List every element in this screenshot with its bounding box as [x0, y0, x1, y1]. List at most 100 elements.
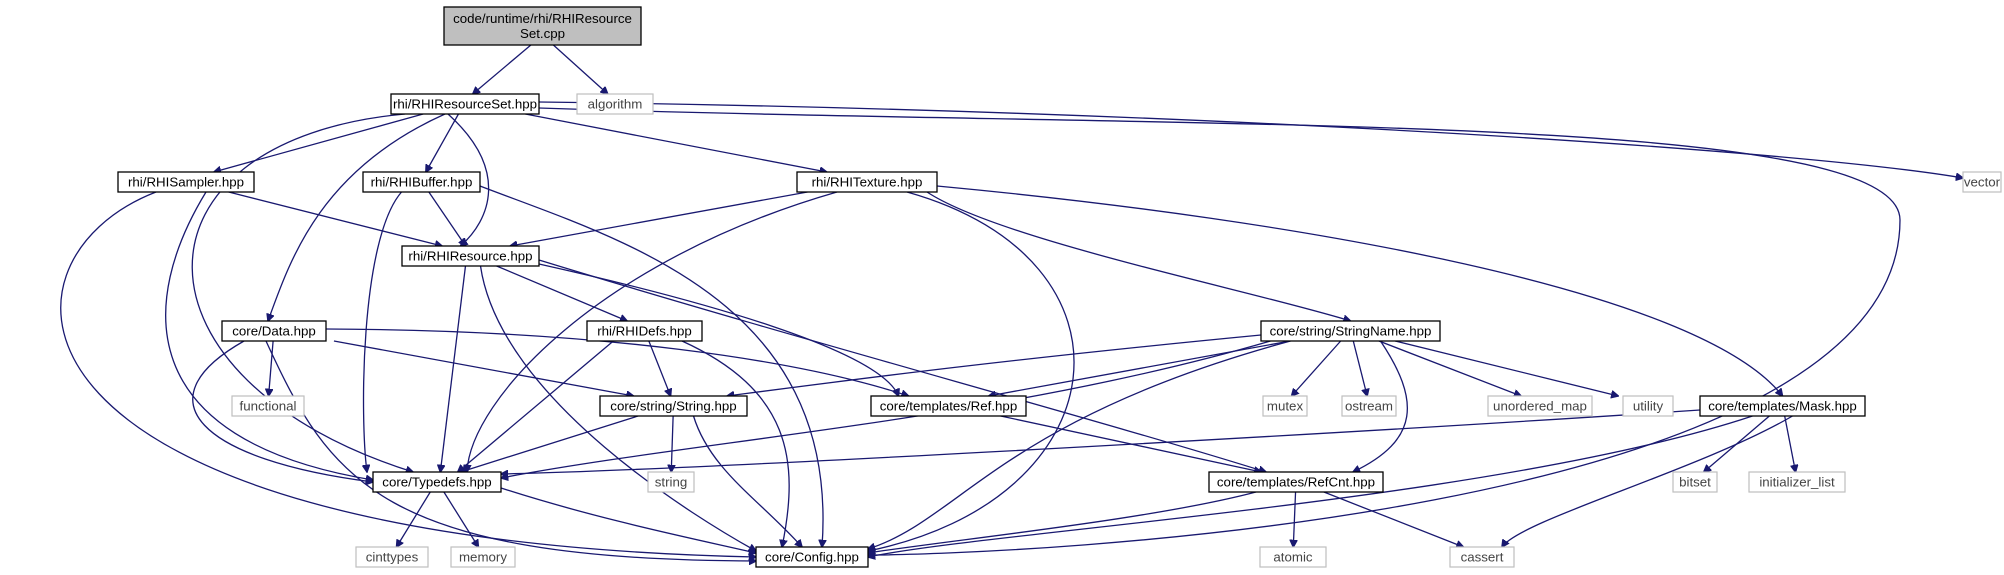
node-vector: vector	[1962, 171, 2002, 193]
edge-resset-to-buffer	[426, 113, 460, 172]
node-box	[1259, 546, 1327, 568]
edge-mask-to-initializer_list	[1784, 415, 1796, 472]
node-box	[355, 546, 429, 568]
edge-stringname-to-typedefs	[501, 340, 1271, 478]
node-cinttypes: cinttypes	[355, 546, 429, 568]
node-label: cassert	[1461, 550, 1504, 565]
edge-stringname-to-unordered_map	[1378, 340, 1521, 396]
node-box	[870, 395, 1027, 417]
node-box	[796, 171, 938, 193]
node-data[interactable]: core/Data.hpp	[221, 320, 327, 342]
edge-stringname-to-mutex	[1292, 340, 1342, 396]
node-box	[1260, 320, 1441, 342]
node-label: rhi/RHITexture.hpp	[812, 175, 923, 190]
edge-stringname-to-refcnt	[1353, 340, 1409, 472]
edge-string_h-to-config	[692, 415, 803, 547]
edge-resset-to-typedefs	[191, 113, 413, 472]
node-box	[362, 171, 481, 193]
edge-buffer-to-typedefs	[364, 191, 402, 472]
node-box	[1449, 546, 1515, 568]
edge-resset-to-config	[538, 107, 1901, 555]
edge-typedefs-to-config	[500, 487, 756, 553]
node-initializer_list: initializer_list	[1748, 471, 1846, 493]
node-label: rhi/RHIBuffer.hpp	[371, 175, 473, 190]
node-label: cinttypes	[366, 550, 419, 565]
edge-resset-to-sampler	[214, 113, 424, 172]
node-label: string	[655, 475, 688, 490]
node-stringname[interactable]: core/string/StringName.hpp	[1260, 320, 1441, 342]
node-label: functional	[240, 399, 297, 414]
node-resset[interactable]: rhi/RHIResourceSet.hpp	[390, 93, 540, 115]
node-label: unordered_map	[1493, 399, 1587, 414]
edge-mask-to-cassert	[1502, 415, 1793, 547]
edge-buffer-to-config	[479, 185, 823, 547]
node-config[interactable]: core/Config.hpp	[755, 546, 869, 568]
node-label: algorithm	[588, 97, 643, 112]
node-box	[1262, 395, 1308, 417]
edge-resset-to-resource	[447, 113, 490, 246]
edge-data-to-functional	[269, 340, 274, 396]
edge-resource-to-defs	[496, 265, 627, 321]
edge-buffer-to-resource	[428, 191, 466, 246]
edge-texture-to-stringname	[926, 191, 1351, 321]
node-label: rhi/RHIDefs.hpp	[597, 324, 692, 339]
node-string_h[interactable]: core/string/String.hpp	[599, 395, 748, 417]
node-box	[443, 6, 642, 46]
node-label: mutex	[1267, 399, 1304, 414]
node-box	[1962, 171, 2002, 193]
node-mutex: mutex	[1262, 395, 1308, 417]
node-box	[372, 471, 502, 493]
node-label: memory	[459, 550, 507, 565]
node-mask[interactable]: core/templates/Mask.hpp	[1699, 395, 1866, 417]
node-box	[647, 471, 695, 493]
node-algorithm: algorithm	[576, 93, 654, 115]
node-box	[450, 546, 516, 568]
node-ref[interactable]: core/templates/Ref.hpp	[870, 395, 1027, 417]
node-buffer[interactable]: rhi/RHIBuffer.hpp	[362, 171, 481, 193]
edge-defs-to-config	[681, 340, 790, 547]
edge-refcnt-to-config	[868, 491, 1257, 553]
dependency-nodes: code/runtime/rhi/RHIResourceSet.cpp rhi/R…	[117, 6, 2002, 568]
node-box	[1622, 395, 1674, 417]
edge-stringname-to-ref	[989, 340, 1291, 396]
node-label: utility	[1633, 399, 1664, 414]
edge-string_h-to-typedefs	[461, 415, 639, 472]
edge-root-to-algorithm	[552, 44, 607, 94]
node-root[interactable]: code/runtime/rhi/RHIResourceSet.cpp	[443, 6, 642, 46]
node-label: rhi/RHIResource.hpp	[408, 249, 532, 264]
node-box	[599, 395, 748, 417]
node-box	[390, 93, 540, 115]
edge-mask-to-typedefs	[501, 409, 1701, 474]
edge-sampler-to-config	[60, 191, 756, 557]
edge-texture-to-typedefs	[467, 191, 838, 472]
node-label: core/string/StringName.hpp	[1270, 324, 1432, 339]
node-box	[117, 171, 255, 193]
node-sampler[interactable]: rhi/RHISampler.hpp	[117, 171, 255, 193]
node-label: Set.cpp	[520, 26, 565, 41]
edge-stringname-to-string_h	[727, 334, 1262, 396]
node-refcnt[interactable]: core/templates/RefCnt.hpp	[1208, 471, 1384, 493]
node-label: rhi/RHIResourceSet.hpp	[393, 97, 537, 112]
edge-sampler-to-typedefs	[165, 191, 373, 480]
node-box	[1699, 395, 1866, 417]
node-box	[1208, 471, 1384, 493]
edge-stringname-to-ostream	[1352, 340, 1367, 396]
node-unordered_map: unordered_map	[1487, 395, 1593, 417]
node-defs[interactable]: rhi/RHIDefs.hpp	[586, 320, 703, 342]
node-label: atomic	[1273, 550, 1313, 565]
edge-string_h-to-string_sys	[671, 415, 673, 472]
node-texture[interactable]: rhi/RHITexture.hpp	[796, 171, 938, 193]
node-string_sys: string	[647, 471, 695, 493]
node-label: initializer_list	[1759, 475, 1835, 490]
edge-resource-to-config	[479, 265, 757, 551]
node-resource[interactable]: rhi/RHIResource.hpp	[401, 245, 540, 267]
edge-resource-to-refcnt	[538, 259, 1266, 472]
edge-texture-to-config	[868, 191, 1075, 551]
edge-refcnt-to-cassert	[1323, 491, 1464, 547]
node-label: core/templates/RefCnt.hpp	[1217, 475, 1375, 490]
edge-texture-to-mask	[936, 185, 1783, 396]
node-typedefs[interactable]: core/Typedefs.hpp	[372, 471, 502, 493]
node-box	[755, 546, 869, 568]
node-memory: memory	[450, 546, 516, 568]
node-label: core/Typedefs.hpp	[382, 475, 491, 490]
